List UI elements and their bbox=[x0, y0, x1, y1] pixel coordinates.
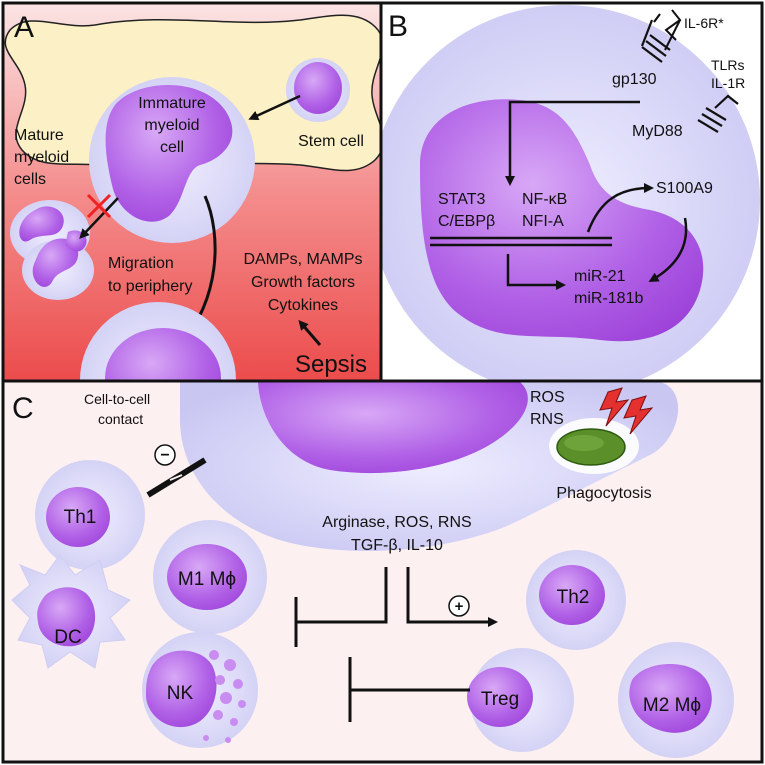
factors-label-1: DAMPs, MAMPs bbox=[243, 251, 362, 268]
sepsis-arrow bbox=[298, 319, 322, 346]
dc-label: DC bbox=[54, 627, 81, 648]
bacterium-icon bbox=[556, 428, 626, 466]
dc-cell-nucleus bbox=[37, 587, 96, 647]
s100a9-to-mirna-arrow bbox=[648, 217, 688, 283]
il6r-label: IL-6R* bbox=[684, 15, 724, 31]
inhibition-line bbox=[296, 567, 388, 624]
tlrs-label: TLRs bbox=[711, 57, 744, 73]
tf-nfkb: NF-κB bbox=[522, 191, 567, 208]
il6r-receptor-icon bbox=[664, 9, 682, 51]
il1r-label: IL-1R bbox=[711, 75, 745, 91]
signaling-arrow bbox=[505, 100, 640, 186]
s100a9-label: S100A9 bbox=[656, 180, 713, 197]
migration-label-1: Migration bbox=[108, 255, 174, 272]
panel-a: A Immature myeloid cell Stem cell Mature… bbox=[4, 4, 380, 380]
mature-label-3: cells bbox=[14, 171, 46, 188]
lightning-icon-2 bbox=[623, 395, 654, 435]
mirna-arrow bbox=[506, 254, 566, 290]
activation-arrow bbox=[406, 567, 498, 627]
s100a9-arrow bbox=[586, 183, 654, 233]
panel-a-letter: A bbox=[14, 11, 34, 44]
m1-label: M1 Mϕ bbox=[178, 569, 236, 590]
blocked-maturation-arrow bbox=[79, 197, 119, 239]
ros-label: ROS bbox=[530, 389, 565, 406]
tlr-receptor-icon bbox=[697, 94, 739, 133]
migration-label-2: to periphery bbox=[108, 278, 193, 295]
mature-nucleus-lobe-2 bbox=[32, 238, 79, 287]
mdsc-nucleus bbox=[258, 382, 528, 474]
tf-nfia: NFI-A bbox=[522, 213, 564, 230]
immature-cell-nucleus bbox=[105, 85, 233, 222]
factors-label-3: Cytokines bbox=[268, 297, 338, 314]
panel-c: C Cell-to-cell contact − ROS RNS Phagocy… bbox=[4, 382, 761, 761]
contact-label-1: Cell-to-cell bbox=[84, 391, 150, 407]
immature-label-2: myeloid bbox=[144, 117, 199, 134]
contact-label-2: contact bbox=[98, 411, 143, 427]
block-cross-icon bbox=[86, 193, 112, 219]
myd88-label: MyD88 bbox=[632, 123, 683, 140]
rns-label: RNS bbox=[530, 411, 564, 428]
factors-label-2: Growth factors bbox=[251, 274, 355, 291]
mediators-label-2: TGF-β, IL-10 bbox=[351, 537, 443, 554]
nk-cell-nucleus bbox=[145, 650, 217, 728]
immature-label-1: Immature bbox=[138, 95, 206, 112]
m2-cell-nucleus bbox=[629, 663, 712, 733]
mir181b-label: miR-181b bbox=[574, 290, 643, 307]
panel-b-letter: B bbox=[388, 10, 408, 43]
minus-sign: − bbox=[160, 447, 169, 464]
mediators-label-1: Arginase, ROS, RNS bbox=[322, 514, 471, 531]
th2-label: Th2 bbox=[557, 587, 590, 608]
tf-cebpb: C/EBPβ bbox=[438, 213, 495, 230]
stem-to-immature-arrow bbox=[248, 94, 301, 121]
phagocytosis-label: Phagocytosis bbox=[556, 485, 651, 502]
gp130-receptor-icon bbox=[640, 13, 671, 63]
treg-cell-nucleus bbox=[467, 667, 533, 727]
stem-cell-label: Stem cell bbox=[298, 133, 364, 150]
minus-badge bbox=[154, 444, 176, 466]
m1-cell-nucleus bbox=[167, 544, 247, 610]
mature-label-1: Mature bbox=[14, 127, 64, 144]
plus-badge bbox=[448, 595, 470, 617]
cell-b-nucleus bbox=[420, 99, 704, 342]
gp130-label: gp130 bbox=[612, 71, 657, 88]
mir21-label: miR-21 bbox=[574, 268, 626, 285]
plus-sign: + bbox=[455, 598, 464, 615]
mature-nucleus-lobe-1 bbox=[19, 206, 64, 242]
m2-label: M2 Mϕ bbox=[643, 695, 701, 716]
panel-c-letter: C bbox=[12, 392, 34, 425]
th1-label: Th1 bbox=[64, 507, 97, 528]
th1-cell-nucleus bbox=[46, 487, 110, 547]
nk-label: NK bbox=[167, 683, 194, 704]
immature-label-3: cell bbox=[160, 139, 184, 156]
panel-b: B IL-6R* TLRs IL-1R gp130 MyD88 STAT3 C/… bbox=[382, 4, 761, 380]
contact-gap bbox=[169, 474, 183, 481]
nk-granules bbox=[203, 650, 246, 743]
stem-cell-nucleus bbox=[294, 62, 342, 114]
sepsis-label: Sepsis bbox=[295, 351, 367, 378]
th2-cell-nucleus bbox=[539, 565, 605, 625]
tf-stat3: STAT3 bbox=[438, 191, 486, 208]
lightning-icon-1 bbox=[599, 387, 630, 427]
peripheral-cell-nucleus bbox=[105, 328, 221, 380]
treg-label: Treg bbox=[481, 689, 519, 710]
mature-label-2: myeloid bbox=[14, 149, 69, 166]
